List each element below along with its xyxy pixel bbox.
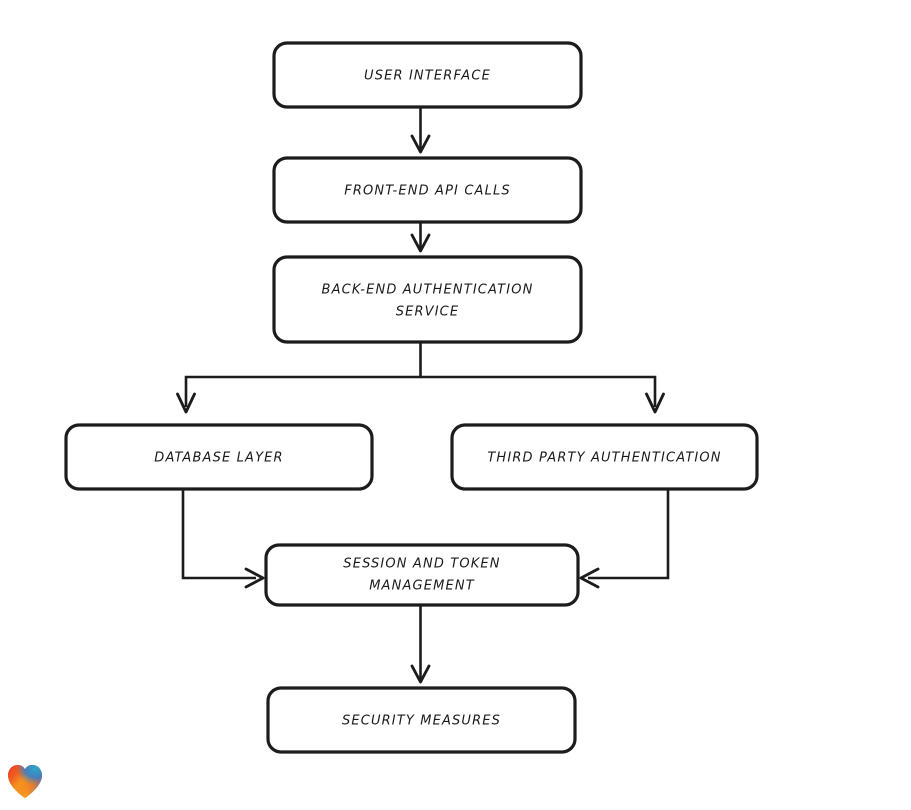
edge-user-interface-to-front-end-api-calls	[410, 107, 431, 154]
heart-icon	[7, 764, 43, 799]
node-back-end-authentication-service-label-line2: SERVICE	[396, 305, 460, 320]
node-user-interface-shape[interactable]	[272, 41, 583, 109]
node-session-and-token-management-label-line2: MANAGEMENT	[369, 579, 475, 594]
node-security-measures[interactable]: SECURITY MEASURES	[266, 686, 577, 754]
node-third-party-authentication-label: THIRD PARTY AUTHENTICATION	[487, 451, 721, 466]
edge-third-party-to-session	[579, 489, 670, 589]
edge-back-end-to-database-layer	[176, 342, 422, 414]
node-database-layer-label: DATABASE LAYER	[154, 451, 283, 466]
node-third-party-authentication-shape[interactable]	[450, 423, 759, 491]
node-session-and-token-management-label-line1: SESSION AND TOKEN	[343, 557, 500, 572]
node-back-end-authentication-service-label-line1: BACK-END AUTHENTICATION	[322, 283, 534, 298]
node-database-layer[interactable]: DATABASE LAYER	[64, 423, 374, 491]
edge-session-to-security-measures	[410, 605, 431, 684]
edge-front-end-api-calls-to-back-end	[410, 222, 431, 253]
node-security-measures-label: SECURITY MEASURES	[342, 714, 501, 729]
node-session-and-token-management-shape[interactable]	[264, 543, 580, 607]
edge-back-end-to-third-party-authentication	[420, 375, 665, 414]
node-third-party-authentication[interactable]: THIRD PARTY AUTHENTICATION	[450, 423, 759, 491]
node-user-interface[interactable]: USER INTERFACE	[272, 41, 583, 109]
node-back-end-authentication-service-shape[interactable]	[272, 255, 583, 344]
edge-database-layer-to-session	[181, 489, 265, 589]
node-back-end-authentication-service[interactable]: BACK-END AUTHENTICATION SERVICE	[272, 255, 583, 344]
node-front-end-api-calls-shape[interactable]	[272, 156, 583, 224]
node-security-measures-shape[interactable]	[266, 686, 577, 754]
node-front-end-api-calls[interactable]: FRONT-END API CALLS	[272, 156, 583, 224]
node-session-and-token-management[interactable]: SESSION AND TOKEN MANAGEMENT	[264, 543, 580, 607]
node-front-end-api-calls-label: FRONT-END API CALLS	[344, 184, 511, 199]
node-database-layer-shape[interactable]	[64, 423, 374, 491]
node-user-interface-label: USER INTERFACE	[364, 69, 491, 84]
